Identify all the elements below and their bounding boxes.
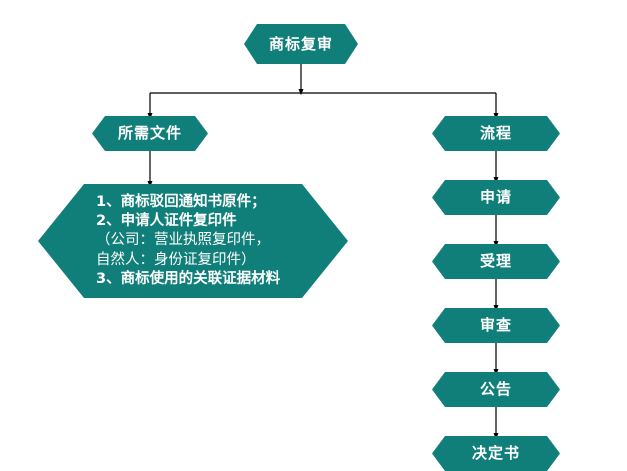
node-branch-documents-label: 所需文件 (117, 124, 182, 142)
node-branch-process-label: 流程 (479, 124, 512, 142)
documents-list: 1、商标驳回通知书原件； 2、申请人证件复印件 （公司：营业执照复印件， 自然人… (38, 193, 280, 289)
node-process-step-label: 受理 (479, 252, 512, 270)
node-process-step-label: 申请 (479, 188, 512, 206)
documents-line: 2、申请人证件复印件 (96, 213, 237, 230)
documents-line: 1、商标驳回通知书原件； (96, 193, 266, 210)
documents-line: 3、商标使用的关联证据材料 (96, 270, 281, 287)
node-process-step-label: 决定书 (471, 444, 520, 462)
node-process-step-announcement[interactable]: 公告 (432, 372, 560, 407)
documents-line: 自然人：身份证复印件） (96, 251, 256, 268)
documents-line: （公司：营业执照复印件， (96, 232, 270, 249)
node-root-trademark-review[interactable]: 商标复审 (244, 24, 358, 64)
node-process-step-acceptance[interactable]: 受理 (432, 244, 560, 279)
node-branch-process[interactable]: 流程 (432, 116, 560, 151)
node-branch-required-documents[interactable]: 所需文件 (92, 116, 208, 151)
node-process-step-decision[interactable]: 决定书 (432, 436, 560, 471)
node-process-step-label: 审查 (479, 316, 512, 334)
node-process-step-examination[interactable]: 审查 (432, 308, 560, 343)
node-process-step-label: 公告 (479, 380, 512, 398)
node-root-label: 商标复审 (268, 34, 333, 53)
node-documents-detail[interactable]: 1、商标驳回通知书原件； 2、申请人证件复印件 （公司：营业执照复印件， 自然人… (38, 184, 348, 298)
node-process-step-application[interactable]: 申请 (432, 180, 560, 215)
